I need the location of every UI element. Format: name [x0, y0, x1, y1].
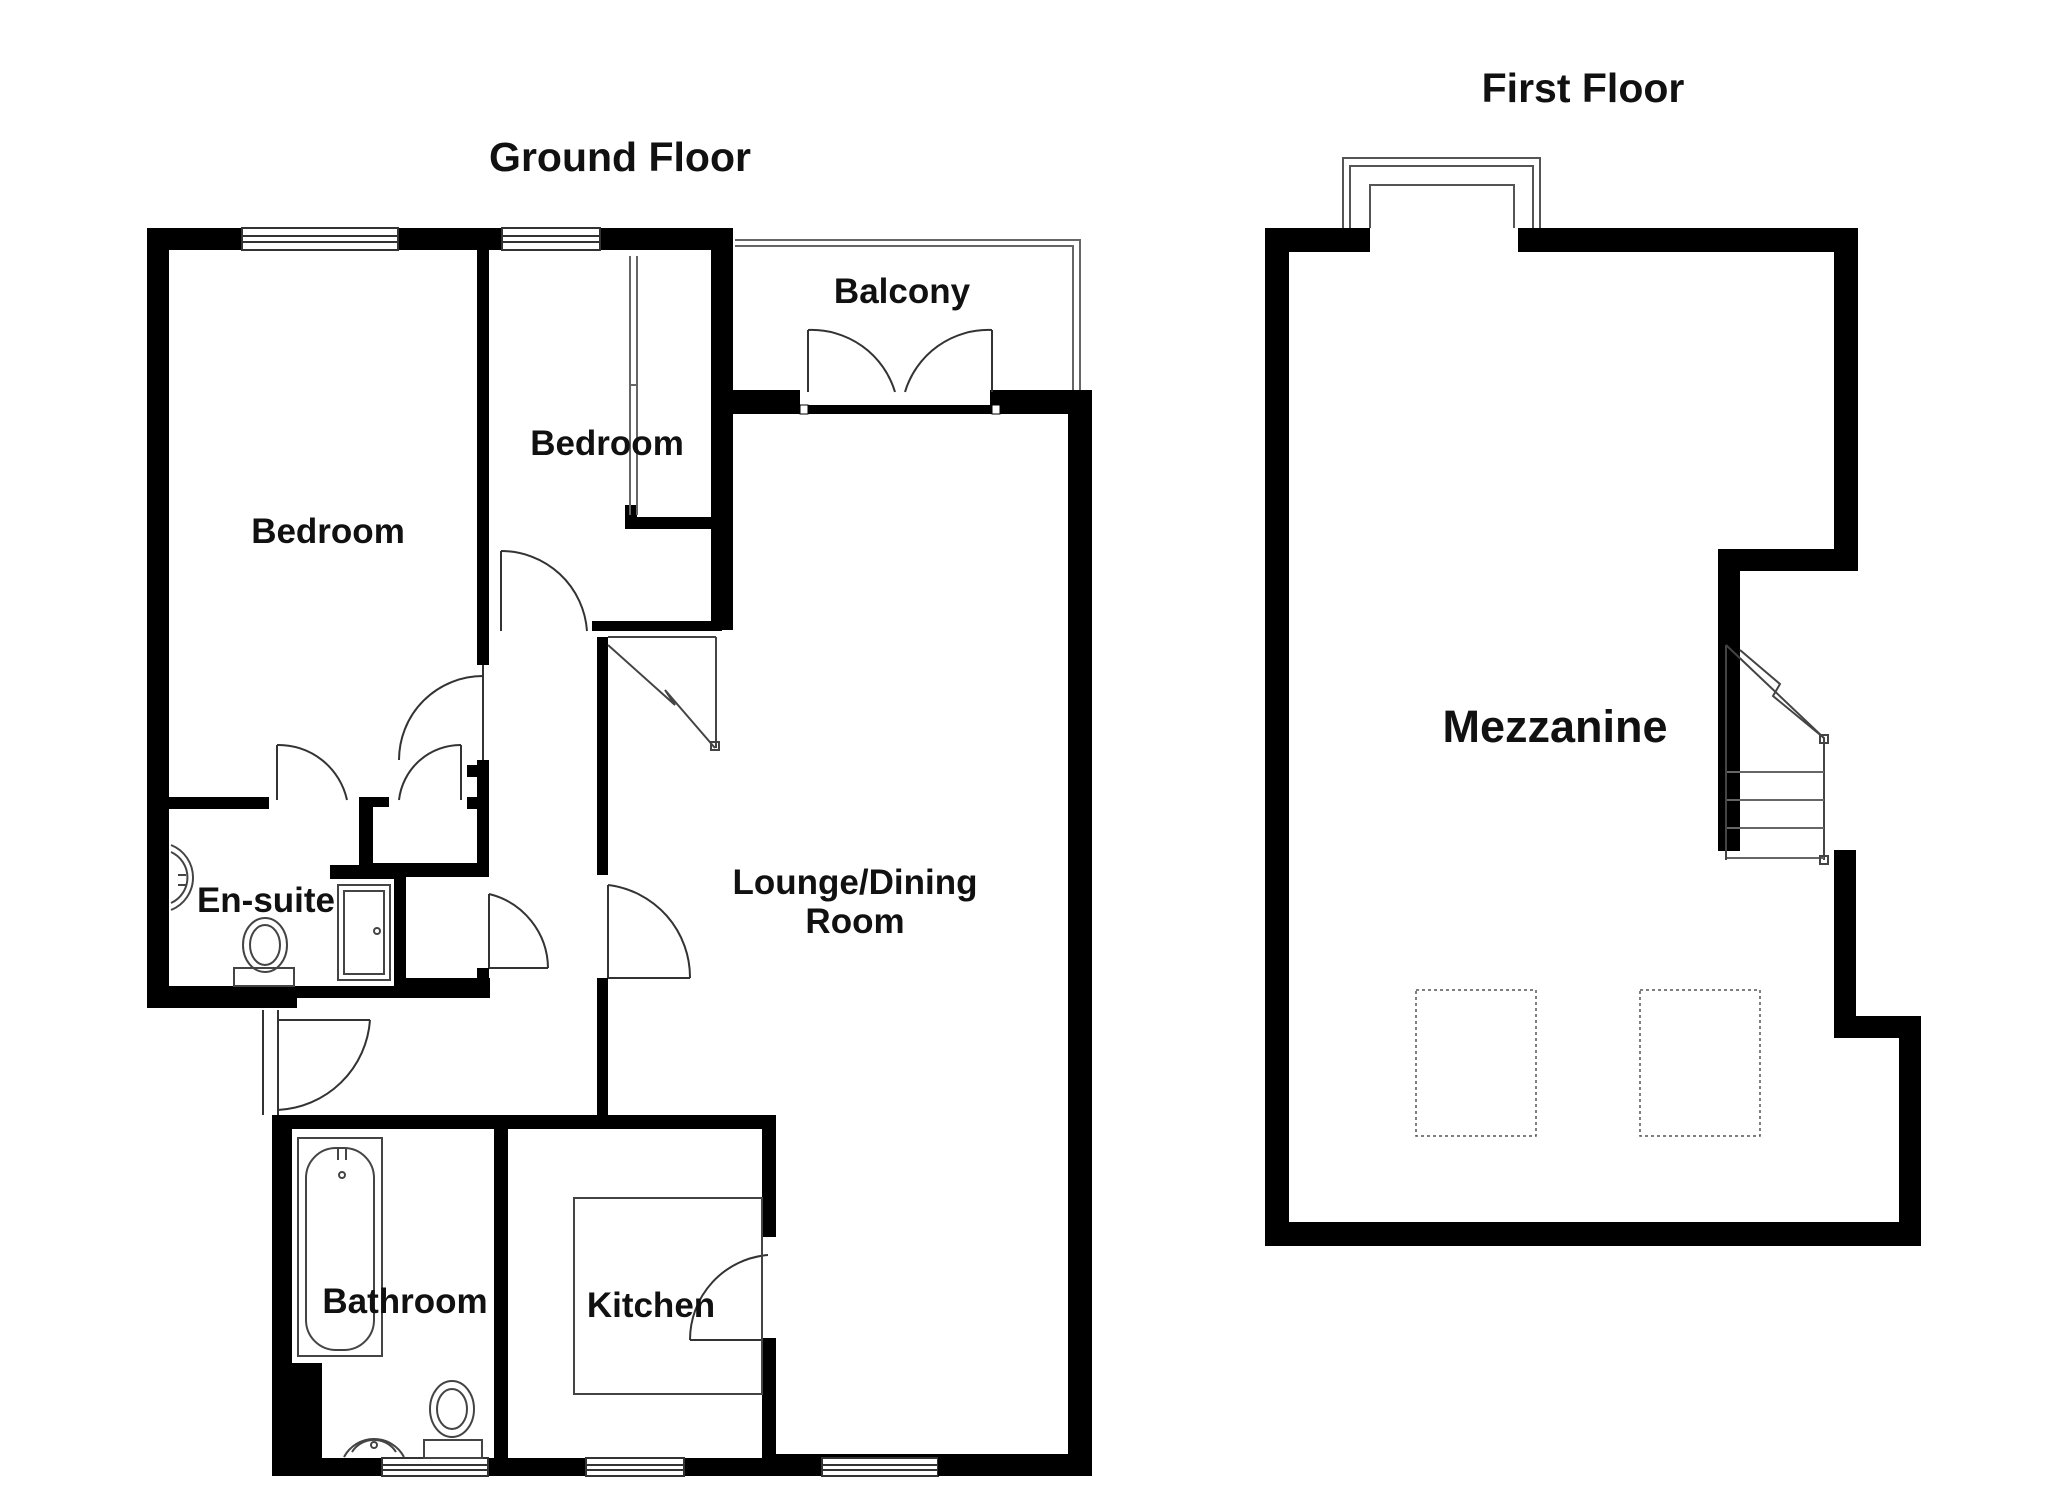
shower-tray: [337, 884, 391, 981]
first-floor-plan: Mezzanine: [1265, 157, 1921, 1246]
room-label-kitchen: Kitchen: [587, 1286, 715, 1325]
room-label-mezzanine: Mezzanine: [1442, 701, 1667, 752]
wardrobe: [629, 256, 638, 515]
balcony-door-sill: [800, 405, 990, 414]
balcony-outline: [735, 239, 1081, 392]
ground-floor-title: Ground Floor: [489, 134, 751, 180]
bathroom-fittings: [297, 1137, 483, 1459]
room-label-ensuite: En-suite: [197, 881, 335, 920]
skylight-right: [1639, 989, 1761, 1137]
room-label-lounge-line1: Lounge/Dining: [733, 863, 978, 902]
ensuite-toilet: [242, 917, 288, 973]
ground-stairs: [607, 636, 720, 751]
room-label-bedroom-main: Bedroom: [251, 512, 405, 551]
bathroom-toilet: [429, 1380, 475, 1438]
room-label-bathroom: Bathroom: [322, 1282, 487, 1321]
room-label-lounge-line2: Room: [805, 902, 904, 941]
ground-floor-doors: [262, 328, 993, 1341]
kitchen-worktop: [573, 1197, 763, 1395]
ensuite-fittings: [170, 844, 391, 987]
ground-floor-plan: Bedroom Bedroom Balcony En-suite Lounge/…: [147, 227, 1092, 1477]
dormer-window: [1342, 157, 1541, 228]
skylight-left: [1415, 989, 1537, 1137]
skylights: [1415, 989, 1761, 1137]
ensuite-basin: [170, 844, 194, 911]
first-floor-stairs: [1725, 644, 1829, 865]
room-label-balcony: Balcony: [834, 272, 971, 311]
first-floor-walls: [1265, 228, 1921, 1246]
room-label-bedroom-second: Bedroom: [530, 424, 684, 463]
first-floor-title: First Floor: [1482, 65, 1685, 111]
bathtub: [297, 1137, 383, 1357]
